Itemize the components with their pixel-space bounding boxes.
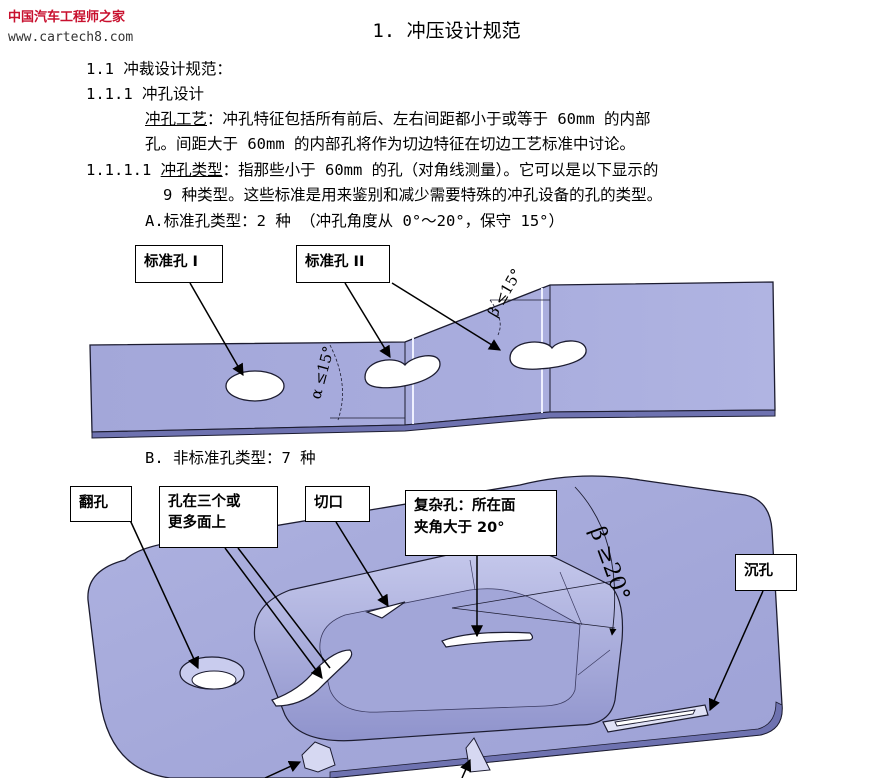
- section-line-2: 9 种类型。这些标准是用来鉴别和减少需要特殊的冲孔设备的孔的类型。: [163, 186, 663, 204]
- page-title: 1. 冲压设计规范: [372, 20, 521, 42]
- callout-label-line-2: 夹角大于 20°: [414, 519, 505, 536]
- type-a-heading: A.标准孔类型：2 种 （冲孔角度从 0°～20°，保守 15°）: [145, 212, 564, 230]
- callout-label-line-1: 孔在三个或: [168, 494, 241, 510]
- standard-hole-1: [225, 370, 285, 402]
- callout-arrow: [391, 282, 502, 351]
- callout-label: 标准孔 II: [305, 254, 365, 270]
- callout-label-line-1: 复杂孔：所在面: [414, 498, 516, 514]
- strip-edge: [91, 409, 776, 439]
- callout-label: 翻孔: [79, 495, 108, 511]
- standard-hole-2a: [364, 355, 441, 389]
- term-hole-types: 冲孔类型: [160, 161, 223, 179]
- type-b-heading: B. 非标准孔类型：7 种: [145, 449, 316, 467]
- angle-beta-arc: [489, 299, 501, 336]
- paragraph-line-2: 孔。间距大于 60mm 的内部孔将作为切边特征在切边工艺标准中讨论。: [145, 135, 635, 153]
- section-1-1-1: 1.1.1 冲孔设计: [86, 85, 204, 103]
- paragraph-text: ：冲孔特征包括所有前后、左右间距都小于或等于 60mm 的内部: [207, 110, 651, 128]
- callout-label-line-2: 更多面上: [168, 515, 226, 532]
- standard-hole-2b: [509, 340, 587, 370]
- callout-standard-hole-2: 标准孔 II: [296, 245, 390, 283]
- callout-countersink: 沉孔: [735, 554, 797, 591]
- section-1-1: 1.1 冲裁设计规范：: [86, 60, 232, 78]
- callout-complex-hole: 复杂孔：所在面夹角大于 20°: [405, 490, 557, 556]
- paragraph-punching-process: 冲孔工艺：冲孔特征包括所有前后、左右间距都小于或等于 60mm 的内部: [145, 107, 651, 129]
- term-punching-process: 冲孔工艺: [145, 110, 208, 128]
- callout-label: 标准孔 I: [144, 254, 198, 270]
- section-text: ：指那些小于 60mm 的孔（对角线测量）。它可以是以下显示的: [222, 161, 659, 179]
- section-1-1-1-1: 1.1.1.1 冲孔类型：指那些小于 60mm 的孔（对角线测量）。它可以是以下…: [86, 158, 658, 180]
- callout-arrow: [344, 282, 391, 359]
- angle-alpha-arc: [329, 344, 343, 421]
- callout-notch: 切口: [305, 486, 370, 522]
- callout-multi-face-hole: 孔在三个或更多面上: [159, 486, 278, 548]
- callout-arrow: [189, 282, 244, 377]
- section-number: 1.1.1.1: [86, 161, 161, 179]
- callout-standard-hole-1: 标准孔 I: [135, 245, 223, 283]
- watermark-site-name: 中国汽车工程师之家: [8, 10, 126, 25]
- watermark-url: www.cartech8.com: [8, 30, 134, 45]
- callout-label: 沉孔: [744, 563, 773, 579]
- callout-flange-hole: 翻孔: [70, 486, 132, 522]
- callout-label: 切口: [314, 495, 343, 511]
